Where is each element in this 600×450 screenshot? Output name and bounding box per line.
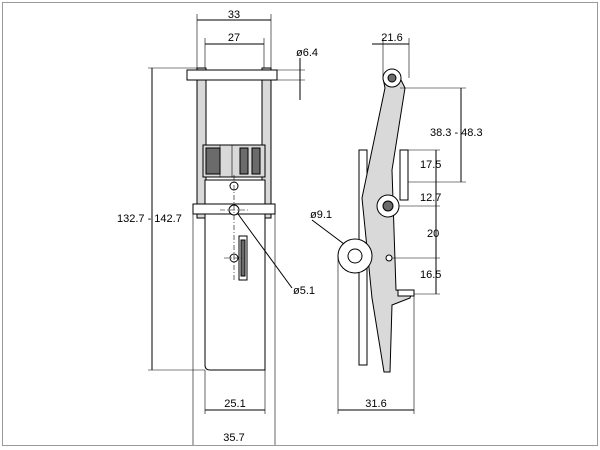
front-dimensions: 33 27 ø6.4 132.7 - 142.7 ø5.1 25.1 35.7 <box>117 9 318 445</box>
dim-width-inner: 27 <box>228 32 240 44</box>
spool-shade-right <box>251 147 261 175</box>
dim-side-base: 31.6 <box>365 398 386 410</box>
dim-hole-diameter: ø5.1 <box>293 285 315 297</box>
spool-shade-left <box>205 147 221 175</box>
dim-20: 20 <box>427 228 439 240</box>
dim-12-7: 12.7 <box>420 192 441 204</box>
dim-17-5: 17.5 <box>420 159 441 171</box>
dim-overall-width: 35.7 <box>223 432 244 444</box>
dim-width-outer: 33 <box>228 9 240 21</box>
dim-16-5: 16.5 <box>420 269 441 281</box>
front-view <box>186 67 278 371</box>
side-view <box>337 68 415 373</box>
side-lever <box>361 77 413 373</box>
dim-hook-range: 38.3 - 48.3 <box>430 127 483 139</box>
side-strap <box>399 149 409 201</box>
spool-shade-mid <box>239 147 249 175</box>
dim-pin-diameter: ø6.4 <box>296 47 318 59</box>
dim-roller-diameter: ø9.1 <box>310 209 332 221</box>
side-dimensions: 21.6 38.3 - 48.3 17.5 12.7 20 16.5 ø9.1 … <box>310 32 483 414</box>
top-eye-inner <box>387 73 397 83</box>
lower-hole <box>385 254 393 262</box>
top-pin <box>186 69 278 81</box>
dim-length-range: 132.7 - 142.7 <box>117 213 182 225</box>
pivot-inner <box>382 200 394 212</box>
roller-inner <box>347 248 363 264</box>
base-plate <box>204 179 266 371</box>
left-strap <box>196 67 207 219</box>
dim-side-width: 21.6 <box>381 32 402 44</box>
hook-ledge <box>397 289 415 297</box>
right-strap <box>261 67 272 219</box>
dim-plate-width: 25.1 <box>224 398 245 410</box>
